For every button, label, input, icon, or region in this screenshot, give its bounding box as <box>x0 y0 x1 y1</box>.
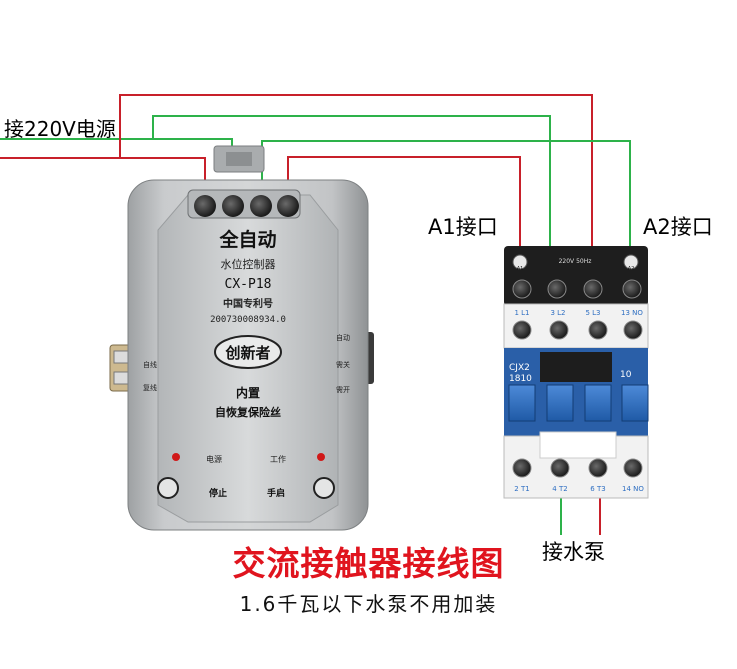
top-terminal-l3: 5 L3 <box>585 309 600 317</box>
bottom-terminal-t2: 4 T2 <box>552 485 567 493</box>
bottom-terminal-no: 14 NO <box>622 485 644 493</box>
stop-button[interactable] <box>157 477 179 499</box>
a1-port-label: A1接口 <box>428 215 498 239</box>
coil-a1-mark: A1 <box>517 266 524 272</box>
coil-a2-mark: A2 <box>628 266 635 272</box>
top-terminal-no: 13 NO <box>621 309 643 317</box>
a2-port-label: A2接口 <box>643 215 713 239</box>
power-indicator-led <box>172 453 180 461</box>
water-level-controller: 全自动 水位控制器 CX-P18 中国专利号 200730008934.0 创新… <box>109 145 374 531</box>
work-indicator-led <box>317 453 325 461</box>
controller-side-right-top: 自动 <box>336 333 350 342</box>
contactor-rating-small: 10 <box>620 370 632 380</box>
start-button[interactable] <box>313 477 335 499</box>
red-wire-to-l3 <box>119 94 593 295</box>
controller-built-in-label: 内置 <box>236 385 260 400</box>
coil-a2-terminal <box>623 254 639 270</box>
power-indicator-label: 电源 <box>206 454 222 464</box>
top-terminal-l1: 1 L1 <box>514 309 529 317</box>
controller-fuse-label: 自恢复保险丝 <box>215 405 281 419</box>
red-wire-power-1 <box>0 157 206 185</box>
work-indicator-label: 工作 <box>270 454 286 464</box>
bottom-screws <box>512 458 643 478</box>
controller-side-left-top: 自线 <box>143 360 157 369</box>
pump-output-label: 接水泵 <box>542 540 605 564</box>
controller-side-left-bottom: 复线 <box>143 383 157 392</box>
coil-a1-terminal <box>512 254 528 270</box>
controller-product-name: 水位控制器 <box>221 257 276 271</box>
contactor-rating: 220V 50Hz <box>559 258 592 265</box>
controller-model: CX-P18 <box>225 277 272 292</box>
ac-contactor: A1 A2 220V 50Hz 1 L1 3 L2 5 L3 13 NO CJX… <box>503 246 649 499</box>
controller-brand-title: 全自动 <box>218 228 276 251</box>
controller-side-right-mid: 需关 <box>336 360 350 369</box>
bottom-terminal-t1: 2 T1 <box>514 485 529 493</box>
brand-logo-text: 创新者 <box>224 344 270 362</box>
contactor-model-line1: CJX2 <box>509 363 530 373</box>
top-terminal-labels: 1 L1 3 L2 5 L3 13 NO <box>514 309 643 317</box>
controller-patent-label: 中国专利号 <box>223 297 273 310</box>
contactor-model-line2: 1810 <box>509 374 532 384</box>
contactor-blue-blocks <box>508 384 649 422</box>
diagram-subtitle: 1.6千瓦以下水泵不用加装 <box>239 592 498 616</box>
middle-screws <box>512 320 643 340</box>
bottom-terminal-labels: 2 T1 4 T2 6 T3 14 NO <box>514 485 644 493</box>
controller-side-right-bottom: 需开 <box>336 386 350 394</box>
red-wire-to-a1 <box>287 156 521 258</box>
start-button-label: 手启 <box>267 487 285 499</box>
controller-terminals <box>187 189 301 219</box>
brand-logo: 创新者 <box>214 335 282 369</box>
diagram-title: 交流接触器接线图 <box>232 544 505 583</box>
stop-button-label: 停止 <box>209 487 227 499</box>
top-screws <box>512 279 642 299</box>
top-terminal-l2: 3 L2 <box>550 309 565 317</box>
power-input-label: 接220V电源 <box>4 117 116 141</box>
green-wire-to-l2 <box>152 115 551 295</box>
bottom-terminal-t3: 6 T3 <box>590 485 605 493</box>
controller-patent-number: 200730008934.0 <box>210 315 286 325</box>
